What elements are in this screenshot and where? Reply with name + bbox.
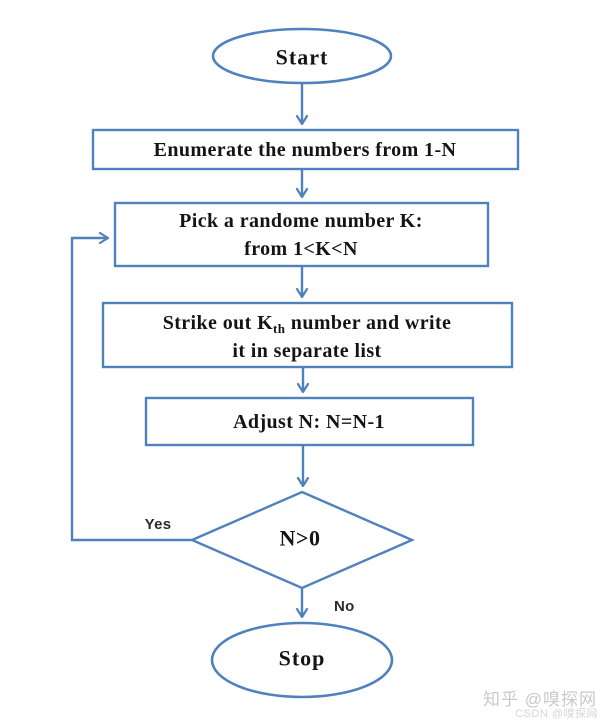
pick-label-line1: Pick a randome number K: — [179, 210, 423, 232]
stop-oval — [210, 621, 394, 699]
pick-box — [113, 201, 490, 268]
adjust-label: Adjust N: N=N-1 — [233, 411, 385, 433]
pick-label-line2: from 1<K<N — [244, 238, 358, 260]
strike-box — [101, 301, 514, 369]
start-label: Start — [276, 45, 329, 70]
decision-label: N>0 — [280, 526, 321, 551]
decision-diamond — [188, 490, 416, 590]
decision-n-greater-zero: N>0 — [188, 490, 416, 590]
no-branch-label: No — [334, 598, 355, 615]
edge-decision-to-pick-yes-loop — [70, 231, 192, 542]
yes-branch-label: Yes — [145, 516, 172, 533]
start-oval — [211, 27, 393, 85]
strike-label-line2: it in separate list — [232, 340, 381, 362]
start-node: Start — [211, 27, 393, 85]
stop-label: Stop — [279, 646, 326, 671]
csdn-watermark: CSDN @嗅探网 — [515, 706, 598, 720]
zhihu-watermark: 知乎 @嗅探网 — [483, 690, 597, 709]
process-pick-random: Pick a randome number K: from 1<K<N — [113, 201, 490, 268]
process-strike-out: Strike out Kth number and write it in se… — [101, 301, 514, 369]
stop-node: Stop — [210, 621, 394, 699]
enumerate-box — [91, 128, 520, 171]
enumerate-label: Enumerate the numbers from 1-N — [154, 139, 457, 161]
adjust-box — [144, 396, 475, 447]
process-enumerate: Enumerate the numbers from 1-N — [91, 128, 520, 171]
strike-label-line1: Strike out Kth number and write — [163, 312, 452, 336]
process-adjust-n: Adjust N: N=N-1 — [144, 396, 475, 447]
